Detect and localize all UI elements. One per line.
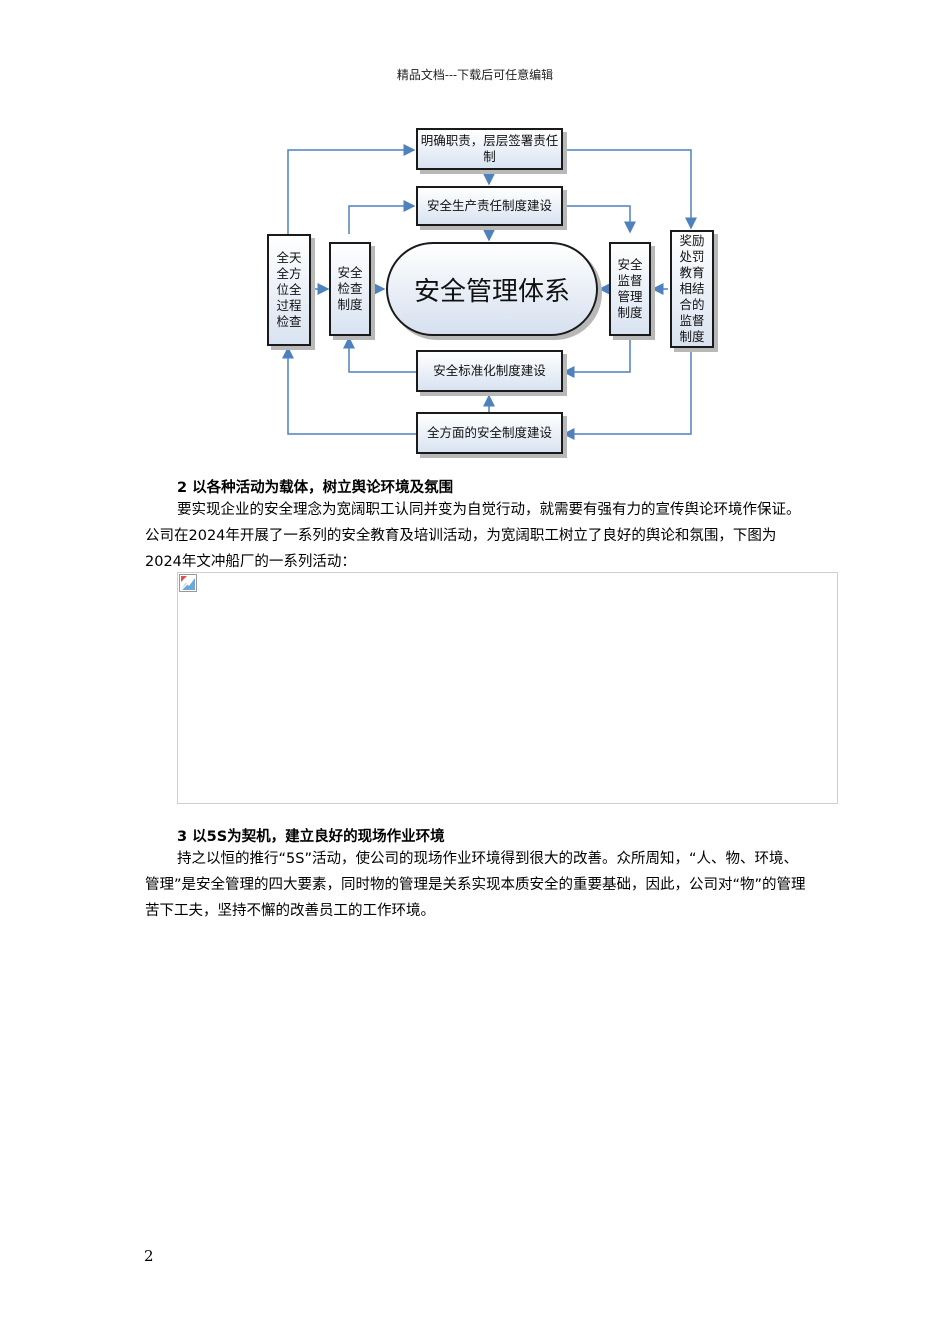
box-all-round-safety: 全方面的安全制度建设	[416, 412, 563, 454]
box-reward-punishment: 奖励处罚教育相结合的监督制度	[670, 230, 714, 348]
box-safety-inspection: 安全检查制度	[329, 242, 371, 336]
box-safety-supervision: 安全监督管理制度	[609, 242, 651, 336]
section-2-heading: 2 以各种活动为载体，树立舆论环境及氛围	[177, 480, 454, 496]
section-3-paragraph: 持之以恒的推行“5S”活动，使公司的现场作业环境得到很大的改善。众所周知，“人、…	[145, 846, 810, 924]
safety-management-diagram: 明确职责，层层签署责任制 安全生产责任制度建设 安全标准化制度建设 全方面的安全…	[260, 122, 714, 467]
section-2-text: 要实现企业的安全理念为宽阔职工认同并变为自觉行动，就需要有强有力的宣传舆论环境作…	[145, 502, 801, 570]
section-2-paragraph: 要实现企业的安全理念为宽阔职工认同并变为自觉行动，就需要有强有力的宣传舆论环境作…	[145, 497, 810, 575]
diagram-arrows	[282, 144, 697, 440]
arrow-bottom-inner-to-left-inner	[343, 336, 416, 373]
center-safety-management-system: 安全管理体系	[386, 242, 598, 336]
arrow-right-inner-to-bottom-inner	[562, 336, 631, 378]
arrow-top-to-right-outer	[562, 149, 697, 230]
arrow-left-outer-to-top	[287, 144, 416, 234]
page-number: 2	[144, 1247, 154, 1265]
box-full-time-inspection: 全天全方位全过程检查	[267, 234, 311, 346]
section-3-heading: 3 以5S为契机，建立良好的现场作业环境	[177, 829, 445, 845]
page-header: 精品文档---下载后可任意编辑	[396, 68, 554, 82]
arrow-bottom-to-left-outer	[282, 346, 416, 435]
section-3-text: 持之以恒的推行“5S”活动，使公司的现场作业环境得到很大的改善。众所周知，“人、…	[145, 851, 806, 919]
box-responsibility: 明确职责，层层签署责任制	[416, 128, 563, 170]
arrow-top-inner-to-right-inner	[562, 205, 636, 234]
box-standardization: 安全标准化制度建设	[416, 350, 563, 392]
arrow-right-outer-to-bottom	[562, 347, 692, 440]
activity-image-placeholder	[177, 572, 838, 804]
broken-image-icon	[179, 574, 197, 592]
box-production-responsibility: 安全生产责任制度建设	[416, 186, 563, 226]
arrow-left-inner-to-top-inner	[348, 200, 416, 234]
